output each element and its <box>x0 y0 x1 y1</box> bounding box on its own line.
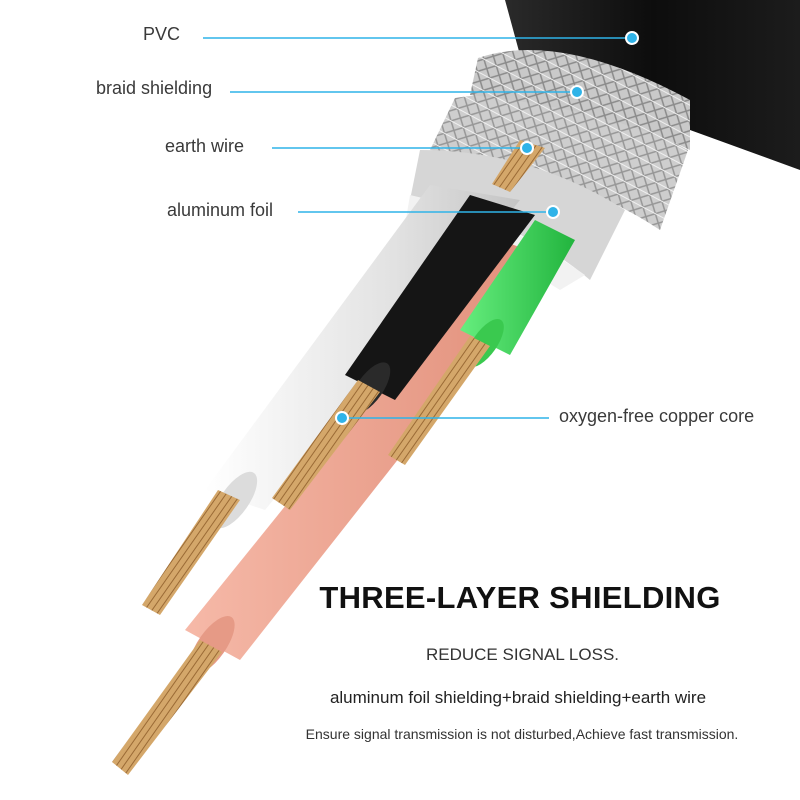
pvc-label: PVC <box>143 24 181 44</box>
description: aluminum foil shielding+braid shielding+… <box>329 688 707 707</box>
black-wire <box>272 195 535 510</box>
aluminum-foil-label: aluminum foil <box>167 200 274 220</box>
braid-callout-dot <box>570 85 584 99</box>
green-wire <box>388 220 575 465</box>
foil-callout-dot <box>546 205 560 219</box>
headline: THREE-LAYER SHIELDING <box>319 580 721 615</box>
earth-wire-label: earth wire <box>165 136 245 156</box>
salmon-wire <box>112 240 555 775</box>
subheadline: REDUCE SIGNAL LOSS. <box>425 645 620 664</box>
small-print: Ensure signal transmission is not distur… <box>305 726 739 742</box>
callout-lines <box>203 37 632 419</box>
earth-callout-dot <box>520 141 534 155</box>
copper-core-label: oxygen-free copper core <box>559 406 755 426</box>
copper-callout-dot <box>335 411 349 425</box>
braid-shielding-layer <box>430 50 690 231</box>
pvc-callout-dot <box>625 31 639 45</box>
callout-dots <box>335 31 639 425</box>
braid-shielding-label: braid shielding <box>96 78 213 98</box>
